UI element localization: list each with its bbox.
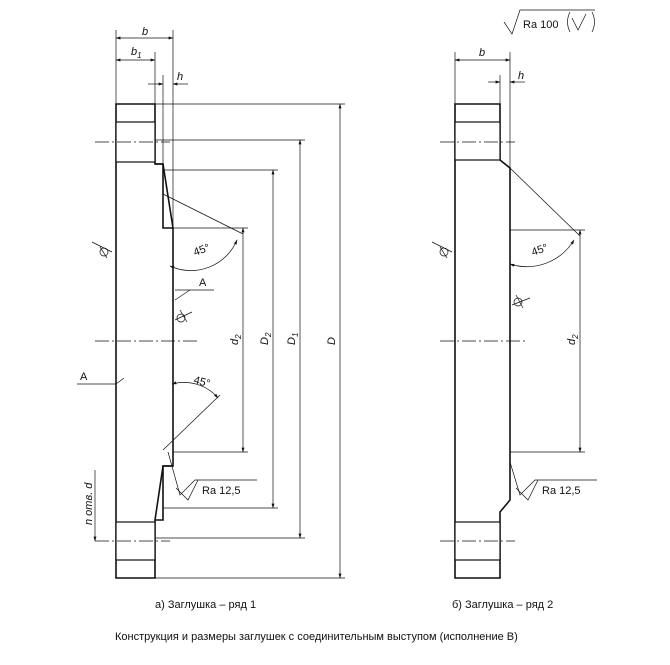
dim-b-b: b [479,47,485,59]
roughness-general: Ra 100 [503,9,595,35]
dim-D-a: D [326,337,338,345]
figure-b: b h d2 45° Ra 12,5 [431,47,597,579]
dim-b-a: b [142,26,148,38]
svg-text:Ra 100: Ra 100 [523,19,558,31]
angle-45-lower-a: 45° [192,374,211,390]
figure-a: b b1 h d2 D2 D1 D 45° 45° [77,26,345,579]
dim-D1-a: D1 [286,333,300,345]
dim-n-holes: n отв. d [83,482,95,525]
dim-D2-a: D2 [259,332,273,345]
angle-45-b: 45° [530,242,550,259]
section-mark-a-upper: A [199,277,207,289]
roughness-ra125-a: Ra 12,5 [167,451,257,501]
caption-a: а) Заглушка – ряд 1 [155,599,256,611]
roughness-circle-left-a [91,241,113,259]
figure-title: Конструкция и размеры заглушек с соедини… [115,631,518,643]
svg-text:Ra 12,5: Ra 12,5 [542,485,581,497]
bolt-hole-top-b [454,121,501,161]
dim-d2-b: d2 [566,334,580,345]
dim-h-a: h [177,71,183,83]
roughness-circle-left-b [431,241,453,259]
angle-45-upper-a: 45° [192,242,212,259]
roughness-circle-face-b [511,294,531,309]
caption-b: б) Заглушка – ряд 2 [452,599,553,611]
dim-h-b: h [518,70,524,82]
dim-d2-a: d2 [229,334,243,345]
svg-text:Ra 12,5: Ra 12,5 [202,485,241,497]
roughness-ra125-b: Ra 12,5 [509,461,597,501]
dim-b1-a: b1 [131,46,142,60]
roughness-circle-face-a [174,309,193,323]
section-mark-a-left: A [80,371,88,383]
